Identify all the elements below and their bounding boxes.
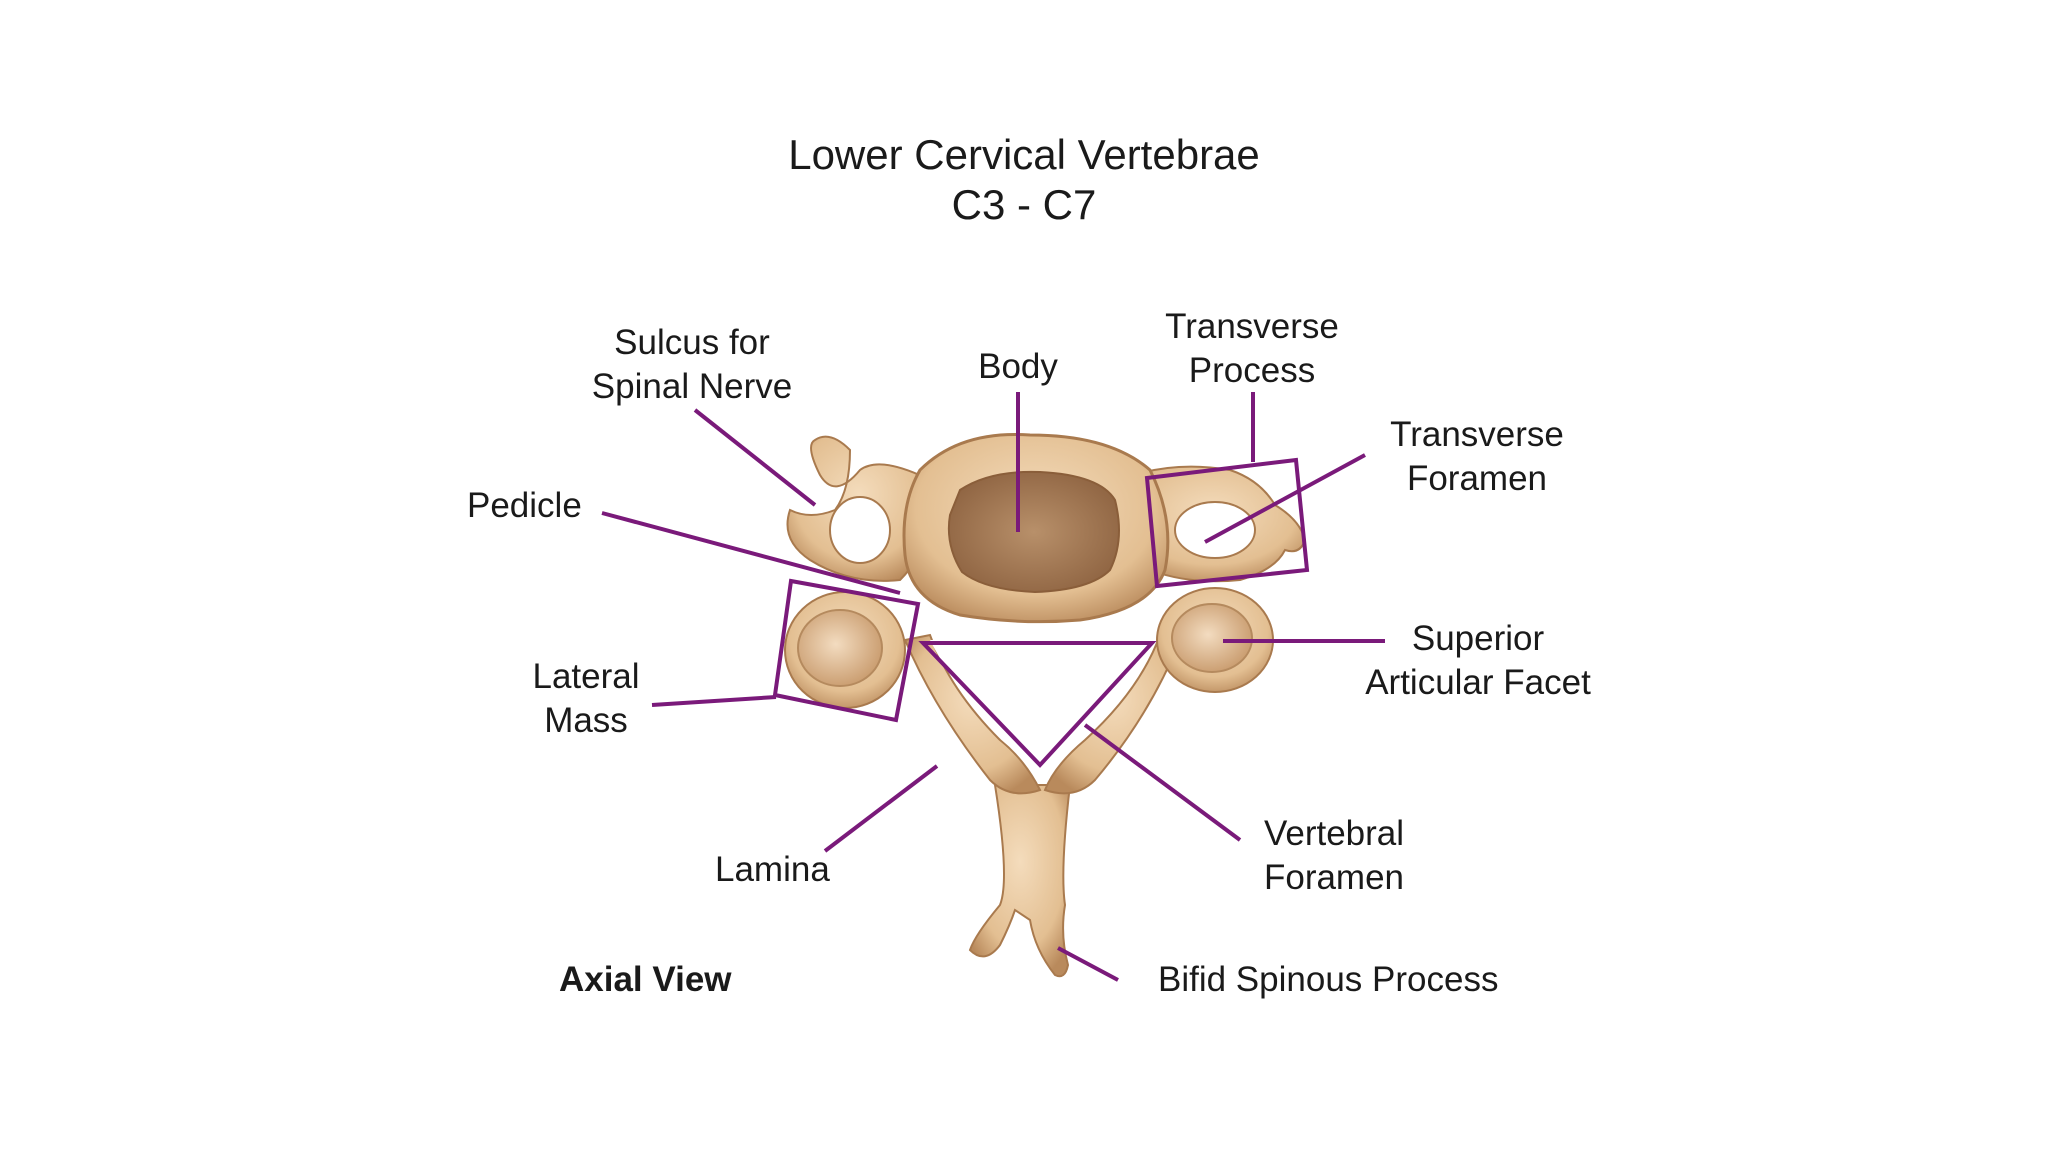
vertebral-body-cancellous: [947, 470, 1120, 594]
label-sulcus-line1: Sulcus for: [614, 323, 770, 362]
label-transverse-process-line1: Transverse: [1165, 307, 1339, 346]
vertebral-foramen-triangle: [918, 641, 1157, 768]
label-transverse-foramen-line2: Foramen: [1406, 459, 1548, 498]
label-lateral-mass: Lateral Mass: [532, 655, 639, 743]
label-vertebral-foramen-line2: Foramen: [1263, 858, 1405, 897]
label-bifid-spinous-process: Bifid Spinous Process: [1158, 960, 1499, 999]
diagram-subtitle: C3 - C7: [951, 181, 1097, 228]
label-transverse-process-line2: Process: [1188, 351, 1316, 390]
label-axial-view: Axial View: [559, 960, 732, 999]
leader-sulcus: [693, 408, 817, 507]
label-transverse-process: Transverse Process: [1165, 305, 1339, 393]
label-lamina: Lamina: [715, 850, 830, 889]
label-transverse-foramen: Transverse Foramen: [1390, 413, 1564, 501]
label-vertebral-foramen: Vertebral Foramen: [1264, 812, 1404, 900]
lamina-left: [903, 633, 1042, 795]
leader-vertebral-foramen: [1083, 723, 1242, 842]
leader-lateral-mass: [651, 695, 777, 707]
transverse-foramen-left: [829, 496, 891, 564]
label-vertebral-foramen-line1: Vertebral: [1263, 814, 1405, 853]
vertebral-foramen: [930, 640, 1150, 768]
label-transverse-foramen-line1: Transverse: [1390, 415, 1564, 454]
leader-bifid-spinous: [1057, 946, 1119, 982]
transverse-process-box: [1144, 457, 1310, 589]
leader-transverse-foramen: [1204, 453, 1366, 544]
label-body: Body: [978, 347, 1058, 386]
lateral-mass-box: [772, 578, 921, 723]
label-sulcus-line2: Spinal Nerve: [591, 367, 793, 406]
label-sulcus-for-spinal-nerve: Sulcus for Spinal Nerve: [592, 321, 792, 409]
spinous-process: [968, 784, 1072, 978]
articular-facet-left: [797, 609, 883, 687]
diagram-title: Lower Cervical Vertebrae: [788, 131, 1260, 178]
lamina-right: [1043, 633, 1182, 795]
label-superior-facet-line2: Articular Facet: [1365, 663, 1591, 702]
transverse-foramen-right: [1174, 501, 1256, 559]
leader-pedicle: [601, 511, 901, 595]
superior-articular-facet-right: [1171, 603, 1253, 673]
label-pedicle: Pedicle: [467, 486, 582, 525]
label-lateral-mass-line2: Mass: [544, 701, 628, 740]
label-lateral-mass-line1: Lateral: [532, 657, 640, 696]
leader-lamina: [823, 764, 939, 853]
label-superior-articular-facet: Superior Articular Facet: [1365, 617, 1591, 705]
label-superior-facet-line1: Superior: [1411, 619, 1545, 658]
